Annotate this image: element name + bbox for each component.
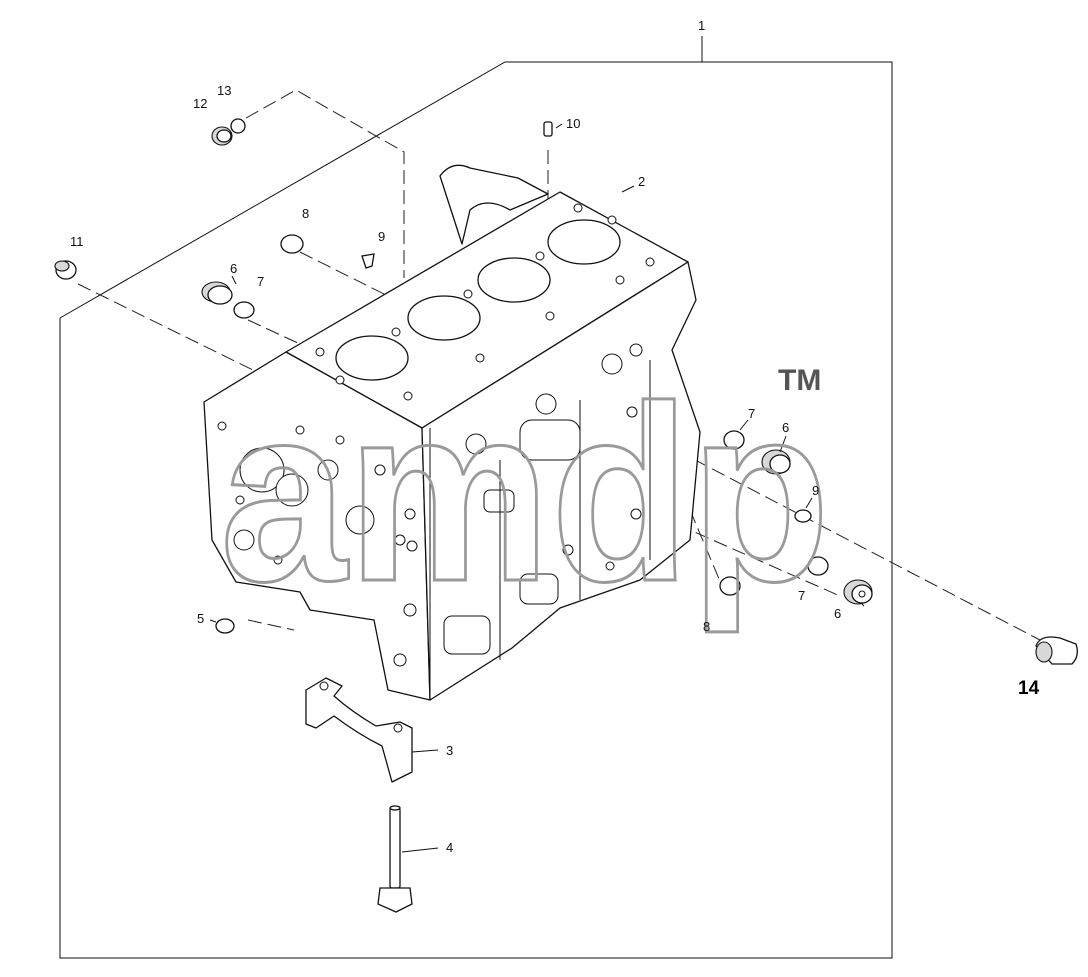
callout-9-lower: 9 (812, 483, 819, 498)
cylinder-block-icon (203, 164, 701, 701)
callout-3: 3 (446, 743, 453, 758)
leader-lines (209, 123, 865, 853)
callout-6-right-lower: 6 (834, 606, 841, 621)
watermark-tm: TM (778, 364, 821, 397)
callout-6-right-upper: 6 (782, 420, 789, 435)
bolt-icon (377, 805, 413, 913)
callout-7-right-upper: 7 (748, 406, 755, 421)
assembly-frame (59, 36, 893, 959)
screw-plug-icon (361, 253, 812, 523)
plug-icon (215, 618, 235, 634)
callout-6-left: 6 (230, 261, 237, 276)
disc-plug-icon (280, 234, 741, 596)
callout-11: 11 (70, 234, 84, 249)
watermark: amdp TM (219, 353, 832, 635)
threaded-plug-icon (211, 118, 246, 146)
watermark-logo: amdp (220, 354, 830, 633)
callout-12: 12 (193, 96, 207, 111)
callout-8-upper: 8 (302, 206, 309, 221)
cup-plug-icon (201, 281, 873, 605)
callout-8-lower: 8 (703, 619, 710, 634)
callout-13: 13 (217, 83, 231, 98)
callout-7-left: 7 (257, 274, 264, 289)
callout-4: 4 (446, 840, 453, 855)
callout-5: 5 (197, 611, 204, 626)
callout-2: 2 (638, 174, 645, 189)
large-plug-icon (1035, 636, 1078, 665)
expansion-plug-icon (54, 260, 77, 280)
dowel-pin-icon (543, 121, 553, 137)
callout-14: 14 (1018, 678, 1040, 699)
callout-7-right-lower: 7 (798, 588, 805, 603)
callout-labels: 1 2 3 4 5 6 6 6 7 7 7 8 8 9 9 10 11 12 1… (70, 18, 1040, 855)
bearing-cap-icon (305, 677, 413, 783)
callout-1: 1 (698, 18, 705, 33)
callout-9-upper: 9 (378, 229, 385, 244)
o-ring-icon (233, 301, 829, 576)
deck-holes (315, 203, 655, 401)
callout-10: 10 (566, 116, 580, 131)
